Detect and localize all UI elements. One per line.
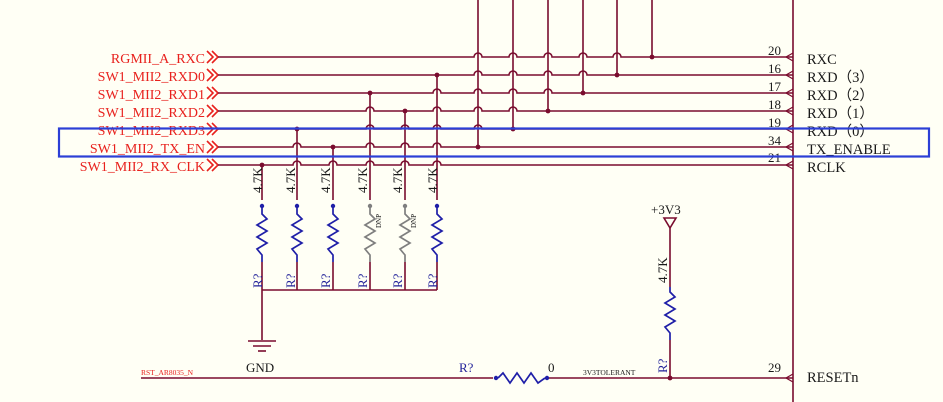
pulldown-resistor	[398, 208, 412, 262]
pulldown-labels: 4.7K 4.7K 4.7K 4.7K 4.7K 4.7K R? R? R? R…	[250, 167, 440, 288]
wires	[141, 0, 794, 385]
reset-pin-name: RESETn	[807, 370, 859, 386]
junction-dot	[259, 162, 265, 168]
net-labels: RGMII_A_RXC SW1_MII2_RXD0 SW1_MII2_RXD1 …	[80, 52, 205, 175]
pin-arrow	[784, 142, 794, 152]
net-label-chevron	[206, 86, 220, 100]
pulldown-resistor	[363, 208, 377, 262]
pullup-resistor	[663, 287, 677, 340]
net-label-chevron	[206, 104, 220, 118]
net-label-chevron	[206, 140, 220, 154]
resistor-pin-dot	[493, 375, 499, 381]
resistor-pin-dot	[544, 375, 550, 381]
resistor-pin-dot	[259, 203, 265, 209]
highlight-box	[57, 127, 931, 158]
pin-arrow	[784, 106, 794, 116]
row-wire	[218, 52, 793, 58]
pulldown-value: 4.7K	[250, 167, 265, 193]
junction-dot	[402, 108, 408, 114]
junction-dot	[330, 144, 336, 150]
junction-dot	[367, 90, 373, 96]
row-wire	[218, 142, 793, 148]
pin-number: 16	[768, 61, 782, 76]
pin-name-rxc: RXC	[807, 52, 837, 68]
pin-arrow	[784, 88, 794, 98]
row-wire	[218, 88, 793, 94]
pulldown-ref: R?	[355, 273, 370, 288]
pin-names: RXC RXD（3） RXD（2） RXD（1） RXD（0） TX_ENABL…	[807, 52, 891, 176]
net-label-sw1-mii2-rxd3: SW1_MII2_RXD3	[98, 124, 205, 139]
pulldown-value: 4.7K	[425, 167, 440, 193]
pulldown-resistor	[290, 208, 304, 262]
power-arrow	[662, 217, 678, 230]
series-resistor	[497, 371, 546, 385]
net-label-sw1-mii2-rx-clk: SW1_MII2_RX_CLK	[80, 160, 205, 175]
pullup-value: 4.7K	[655, 257, 670, 283]
power-label: +3V3	[651, 202, 681, 217]
row-wire	[218, 160, 793, 166]
pin-name-rxd0: RXD（0）	[807, 123, 874, 140]
pulldown-ref: R?	[390, 273, 405, 288]
junction-dot	[545, 108, 551, 114]
pulldown-ref: R?	[425, 273, 440, 288]
pulldown-value: 4.7K	[390, 167, 405, 193]
pin-arrow	[784, 52, 794, 62]
row-wire	[218, 106, 793, 112]
pulldown-resistor	[255, 208, 269, 262]
pin-arrow	[784, 70, 794, 80]
series-resistor-ref: R?	[459, 360, 474, 375]
pulldown-value: 4.7K	[283, 167, 298, 193]
dnp-label: DNP	[375, 214, 383, 228]
pulldown-value: 4.7K	[355, 167, 370, 193]
net-label-chevron	[206, 50, 220, 64]
pulldown-ref: R?	[318, 273, 333, 288]
pin-number: 19	[768, 115, 781, 130]
dnp-label: DNP	[410, 214, 418, 228]
net-label-sw1-mii2-rxd1: SW1_MII2_RXD1	[98, 88, 205, 103]
pin-number: 18	[768, 97, 781, 112]
tolerance-label: 3V3TOLERANT	[583, 368, 636, 377]
pin-name-tx-enable: TX_ENABLE	[807, 142, 891, 158]
series-resistor-value: 0	[548, 360, 555, 375]
pin-arrow	[784, 160, 794, 170]
net-label-chevron	[206, 68, 220, 82]
pin-number: 34	[768, 133, 782, 148]
net-label-chevron	[206, 158, 220, 172]
pin-name-rxd3: RXD（3）	[807, 69, 874, 86]
resistor-pin-dot	[434, 203, 440, 209]
pulldown-ref: R?	[283, 273, 298, 288]
net-label-rgmii-a-rxc: RGMII_A_RXC	[111, 52, 205, 67]
junction-dot	[614, 72, 620, 78]
net-label-sw1-mii2-rxd0: SW1_MII2_RXD0	[98, 70, 205, 85]
resistor-pin-dot	[367, 203, 373, 209]
pin-number: 17	[768, 79, 782, 94]
resistor-pin-dot	[402, 203, 408, 209]
net-label-sw1-mii2-tx-en: SW1_MII2_TX_EN	[90, 142, 205, 157]
pulldown-resistor	[430, 208, 444, 262]
pin-name-rxd2: RXD（2）	[807, 87, 874, 104]
ground-label: GND	[246, 360, 274, 375]
resistor-pin-dot	[294, 203, 300, 209]
reset-net-label: RST_AR8035_N	[141, 368, 194, 377]
pin-number: 20	[768, 43, 781, 58]
net-label-sw1-mii2-rxd2: SW1_MII2_RXD2	[98, 106, 205, 121]
pullup-ref: R?	[655, 358, 670, 373]
pin-name-rxd1: RXD（1）	[807, 105, 874, 122]
pulldown-ref: R?	[250, 273, 265, 288]
pin-arrow	[784, 373, 794, 383]
pin-numbers: 20 16 17 18 19 34 21	[768, 43, 782, 165]
junction-dot	[475, 144, 481, 150]
row-wire	[218, 70, 793, 76]
reset-pin-number: 29	[768, 360, 781, 375]
pin-name-rclk: RCLK	[807, 160, 846, 176]
pulldown-resistor	[326, 208, 340, 262]
junction-dot	[649, 54, 655, 60]
pulldown-value: 4.7K	[318, 167, 333, 193]
resistor-pin-dot	[330, 203, 336, 209]
junction-dot	[580, 90, 586, 96]
junction-dot	[434, 72, 440, 78]
